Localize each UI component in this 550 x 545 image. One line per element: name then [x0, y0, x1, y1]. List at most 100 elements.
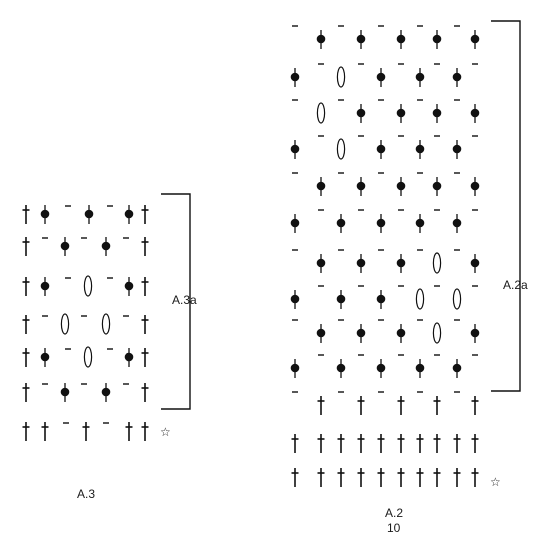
- post-stitch-symbol: [337, 434, 345, 453]
- a3-repeat-bracket: [161, 193, 191, 410]
- dot-stitch-dot: [40, 281, 50, 291]
- chart-a3-symbols: [22, 205, 149, 441]
- dot-stitch-dot: [452, 72, 462, 82]
- post-stitch-symbol: [471, 396, 479, 415]
- dot-stitch-symbol: [356, 104, 366, 123]
- dot-stitch-dot: [40, 352, 50, 362]
- post-stitch-symbol: [22, 383, 30, 402]
- dot-stitch-symbol: [415, 359, 425, 378]
- post-stitch-symbol: [22, 237, 30, 256]
- oval-stitch-symbol: [83, 346, 93, 368]
- dot-stitch-dot: [376, 363, 386, 373]
- dot-stitch-dot: [452, 144, 462, 154]
- dot-stitch-symbol: [356, 254, 366, 273]
- post-stitch-symbol: [416, 468, 424, 487]
- post-stitch-symbol: [141, 205, 149, 224]
- dot-stitch-symbol: [452, 140, 462, 159]
- dot-stitch-symbol: [452, 68, 462, 87]
- dot-stitch-symbol: [415, 214, 425, 233]
- dot-stitch-symbol: [415, 140, 425, 159]
- dot-stitch-symbol: [101, 237, 111, 256]
- dot-stitch-symbol: [356, 30, 366, 49]
- post-stitch-symbol: [291, 434, 299, 453]
- dot-stitch-symbol: [452, 214, 462, 233]
- dot-stitch-symbol: [40, 348, 50, 367]
- dot-stitch-dot: [470, 181, 480, 191]
- dot-stitch-dot: [316, 328, 326, 338]
- dot-stitch-symbol: [376, 140, 386, 159]
- dot-stitch-symbol: [336, 290, 346, 309]
- dot-stitch-dot: [290, 294, 300, 304]
- a2-count: 10: [387, 521, 401, 535]
- post-stitch-symbol: [22, 205, 30, 224]
- chart-a3: A.3a ☆ A.3: [22, 193, 197, 501]
- dot-stitch-symbol: [376, 68, 386, 87]
- dot-stitch-dot: [356, 108, 366, 118]
- post-stitch-symbol: [416, 434, 424, 453]
- dot-stitch-dot: [316, 181, 326, 191]
- post-stitch-symbol: [471, 468, 479, 487]
- post-stitch-symbol: [141, 237, 149, 256]
- post-stitch-symbol: [141, 315, 149, 334]
- dot-stitch-dot: [101, 241, 111, 251]
- dot-stitch-dot: [396, 328, 406, 338]
- dot-stitch-symbol: [470, 104, 480, 123]
- dot-stitch-dot: [356, 181, 366, 191]
- dot-stitch-dot: [432, 181, 442, 191]
- oval-stitch-symbol: [101, 313, 111, 335]
- dot-stitch-symbol: [470, 30, 480, 49]
- oval-stitch-symbol: [415, 288, 425, 310]
- dot-stitch-symbol: [40, 277, 50, 296]
- dot-stitch-dot: [470, 108, 480, 118]
- oval-stitch-symbol: [60, 313, 70, 335]
- dot-stitch-symbol: [290, 214, 300, 233]
- dot-stitch-symbol: [452, 359, 462, 378]
- post-stitch-symbol: [433, 396, 441, 415]
- a3-repeat-label: A.3a: [172, 293, 197, 307]
- dot-stitch-dot: [84, 209, 94, 219]
- oval-stitch-symbol: [316, 102, 326, 124]
- dot-stitch-symbol: [356, 177, 366, 196]
- dot-stitch-symbol: [336, 214, 346, 233]
- dot-stitch-dot: [415, 218, 425, 228]
- oval-stitch-symbol: [432, 252, 442, 274]
- post-stitch-symbol: [377, 434, 385, 453]
- dot-stitch-symbol: [124, 205, 134, 224]
- post-stitch-symbol: [357, 396, 365, 415]
- post-stitch-symbol: [337, 468, 345, 487]
- oval-stitch-symbol: [83, 275, 93, 297]
- dot-stitch-symbol: [84, 205, 94, 224]
- dot-stitch-dot: [396, 108, 406, 118]
- post-stitch-symbol: [397, 434, 405, 453]
- dot-stitch-dot: [40, 209, 50, 219]
- dot-stitch-symbol: [290, 359, 300, 378]
- dot-stitch-symbol: [60, 237, 70, 256]
- dot-stitch-dot: [470, 258, 480, 268]
- dot-stitch-symbol: [124, 348, 134, 367]
- dot-stitch-symbol: [124, 277, 134, 296]
- dot-stitch-dot: [415, 363, 425, 373]
- dot-stitch-symbol: [316, 254, 326, 273]
- post-stitch-symbol: [22, 422, 30, 441]
- dot-stitch-symbol: [376, 290, 386, 309]
- dot-stitch-symbol: [396, 324, 406, 343]
- oval-stitch-symbol: [336, 138, 346, 160]
- post-stitch-symbol: [453, 434, 461, 453]
- dot-stitch-symbol: [40, 205, 50, 224]
- dot-stitch-dot: [356, 258, 366, 268]
- dot-stitch-symbol: [396, 254, 406, 273]
- a3-title: A.3: [77, 487, 95, 501]
- post-stitch-symbol: [22, 315, 30, 334]
- dot-stitch-dot: [470, 34, 480, 44]
- dot-stitch-symbol: [396, 30, 406, 49]
- dot-stitch-dot: [376, 72, 386, 82]
- post-stitch-symbol: [397, 468, 405, 487]
- post-stitch-symbol: [22, 277, 30, 296]
- dot-stitch-dot: [470, 328, 480, 338]
- post-stitch-symbol: [141, 277, 149, 296]
- dot-stitch-dot: [290, 363, 300, 373]
- dot-stitch-dot: [336, 294, 346, 304]
- post-stitch-symbol: [471, 434, 479, 453]
- dot-stitch-dot: [316, 258, 326, 268]
- dot-stitch-dot: [336, 218, 346, 228]
